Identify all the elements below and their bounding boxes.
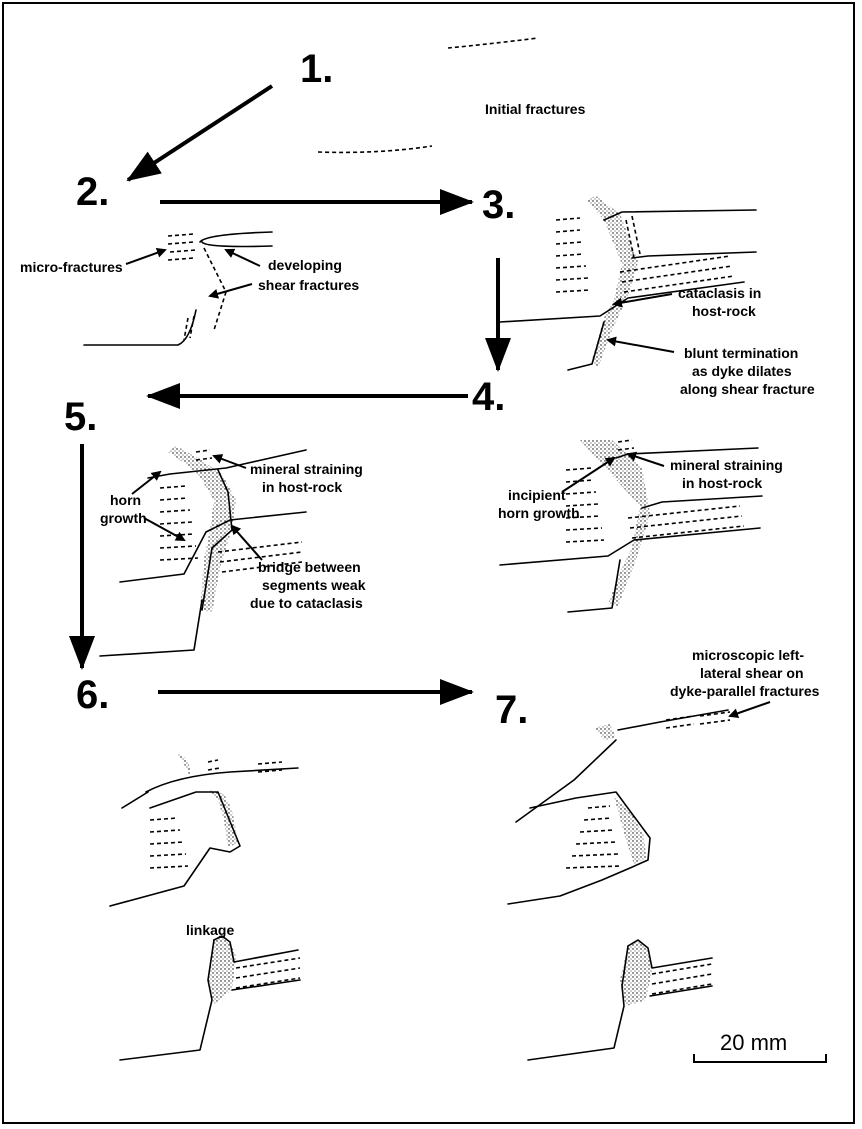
step-6-number: 6. [76,673,109,717]
scale-bar-label: 20 mm [720,1030,787,1055]
label-micro-fractures: micro-fractures [20,259,123,275]
step-7-sketch [508,710,730,904]
label-initial-fractures: Initial fractures [485,101,586,117]
arrow-1-to-2 [128,86,272,180]
label-mineral4-2: in host-rock [682,475,762,491]
step-6-linkage-sketch [120,936,300,1060]
step-5-sketch [100,446,306,656]
label-mineral4-1: mineral straining [670,457,783,473]
label-developing-1: developing [268,257,342,273]
step-2-sketch [84,232,272,345]
label-incipient-1: incipient [508,487,566,503]
step-3-number: 3. [482,183,515,227]
label-cataclasis-1: cataclasis in [678,285,761,301]
label-horn-1: horn [110,492,141,508]
label-micro-left-1: microscopic left- [692,647,804,663]
label-blunt-3: along shear fracture [680,381,815,397]
label-blunt-2: as dyke dilates [692,363,792,379]
step-7-number: 7. [495,688,528,732]
label-developing-2: shear fractures [258,277,359,293]
label-cataclasis-2: host-rock [692,303,756,319]
step-5-number: 5. [64,395,97,439]
pointer-mineral5 [214,456,246,468]
step-1-number: 1. [300,47,333,91]
pointer-developing-1 [226,250,260,266]
label-incipient-2: horn growth [498,505,580,521]
pointer-developing-2 [210,284,252,296]
pointer-horn-2 [144,518,184,540]
pointer-incipient [562,458,614,492]
label-micro-left-3: dyke-parallel fractures [670,683,820,699]
step-4-number: 4. [472,375,505,419]
pointer-horn-1 [132,472,160,494]
label-mineral5-2: in host-rock [262,479,342,495]
pointer-micro-fractures [126,250,165,264]
step-6-sketch [110,754,298,906]
label-bridge-1: bridge between [258,559,361,575]
label-bridge-3: due to cataclasis [250,595,363,611]
label-blunt-1: blunt termination [684,345,798,361]
scale-bar [694,1054,826,1063]
initial-fractures-sketch [318,38,538,152]
label-mineral5-1: mineral straining [250,461,363,477]
label-horn-2: growth [100,510,147,526]
label-linkage: linkage [186,922,234,938]
label-micro-left-2: lateral shear on [700,665,804,681]
pointer-bridge [232,526,262,560]
step-2-number: 2. [76,170,109,214]
label-bridge-2: segments weak [262,577,366,593]
pointer-micro-left [730,702,770,716]
pointer-blunt [608,340,674,352]
step-7-linkage-sketch [528,940,712,1060]
